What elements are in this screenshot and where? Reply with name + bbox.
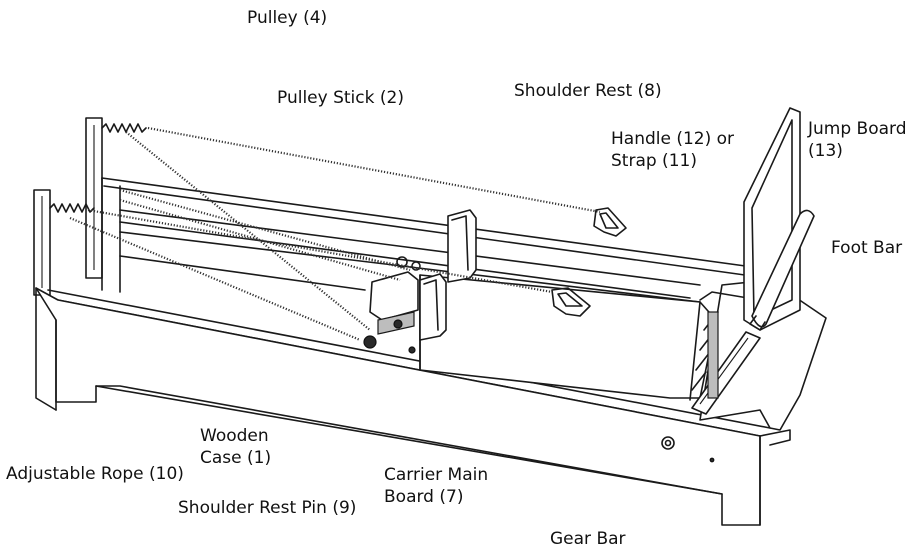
label-shoulder-rest-pin: Shoulder Rest Pin (9) — [178, 498, 357, 518]
handles — [551, 207, 627, 317]
label-carrier-main-board: Carrier Main Board (7) — [384, 464, 488, 508]
label-jump-board: Jump Board (13) — [808, 118, 907, 162]
label-shoulder-rest: Shoulder Rest (8) — [514, 81, 662, 101]
pulley-springs — [49, 123, 147, 213]
label-carrier-line2: Board (7) — [384, 487, 464, 507]
label-adjustable-rope: Adjustable Rope (10) — [6, 464, 184, 484]
label-wooden-case-line2: Case (1) — [200, 448, 272, 468]
label-jump-board-line1: Jump Board — [808, 119, 907, 139]
ropes — [69, 126, 601, 342]
label-carrier-line1: Carrier Main — [384, 465, 489, 485]
label-jump-board-line2: (13) — [808, 141, 843, 161]
label-wooden-case-line1: Wooden — [200, 426, 269, 446]
label-wooden-case: Wooden Case (1) — [200, 425, 271, 469]
shoulder-rests — [363, 209, 477, 354]
label-handle-line2: Strap (11) — [611, 151, 697, 171]
label-handle-line1: Handle (12) or — [611, 129, 735, 149]
frame — [35, 177, 791, 526]
foot-bar — [691, 209, 815, 415]
label-pulley-stick: Pulley Stick (2) — [277, 88, 404, 108]
pulley-posts — [33, 117, 103, 296]
label-pulley: Pulley (4) — [247, 8, 328, 28]
label-gear-bar: Gear Bar — [550, 529, 626, 549]
label-foot-bar: Foot Bar — [831, 238, 903, 258]
label-handle-strap: Handle (12) or Strap (11) — [611, 128, 734, 172]
